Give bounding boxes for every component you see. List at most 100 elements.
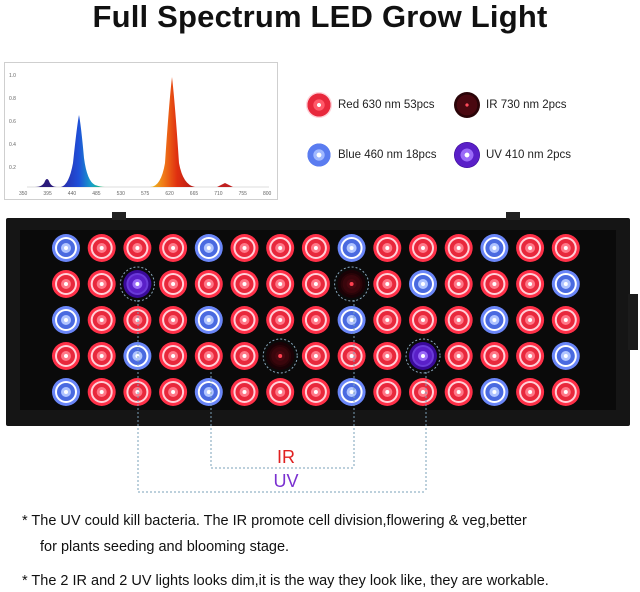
red-led (194, 342, 223, 370)
red-led (87, 342, 116, 370)
x-tick-label: 395 (43, 191, 52, 197)
legend-uv: UV 410 nm 2pcs (454, 142, 571, 168)
blue-led (123, 342, 152, 370)
legend-ir-label: IR 730 nm 2pcs (486, 99, 567, 111)
legend-red-label: Red 630 nm 53pcs (338, 99, 435, 111)
y-tick-label: 0.6 (9, 119, 16, 125)
blue-led (480, 234, 509, 262)
red-led (159, 270, 188, 298)
red-led (230, 306, 259, 334)
red-led (516, 378, 545, 406)
red-led (52, 342, 80, 370)
blue-led (52, 378, 80, 406)
red-led (266, 306, 295, 334)
legend-blue-label: Blue 460 nm 18pcs (338, 149, 437, 161)
ir-peak (217, 183, 233, 187)
red-led (373, 234, 402, 262)
red-led (123, 378, 152, 406)
blue-led (337, 378, 366, 406)
red-led (480, 342, 509, 370)
red-led (444, 306, 473, 334)
blue-peak (61, 115, 105, 187)
red-led (516, 270, 545, 298)
red-led (266, 234, 295, 262)
x-tick-label: 485 (92, 191, 101, 197)
red-led (444, 234, 473, 262)
uv-callout-label: UV (273, 471, 298, 491)
ir-callout-label: IR (277, 447, 295, 467)
uv-led-icon (454, 142, 480, 168)
red-led (159, 306, 188, 334)
red-led (194, 270, 223, 298)
note-dim-lights: * The 2 IR and 2 UV lights looks dim,it … (22, 573, 549, 589)
y-tick-label: 1.0 (9, 73, 16, 79)
red-led (551, 306, 580, 334)
red-led (373, 270, 402, 298)
red-led (301, 270, 330, 298)
ir-led (334, 266, 370, 302)
red-led (159, 234, 188, 262)
red-led (87, 378, 116, 406)
red-led (123, 234, 152, 262)
blue-led (409, 270, 437, 298)
blue-led (194, 306, 223, 334)
legend-blue: Blue 460 nm 18pcs (306, 142, 436, 168)
y-tick-label: 0.8 (9, 96, 16, 102)
blue-led-icon (306, 142, 332, 168)
red-led (551, 234, 580, 262)
x-tick-label: 620 (165, 191, 174, 197)
red-led (87, 270, 116, 298)
x-tick-label: 800 (263, 191, 272, 197)
x-tick-label: 350 (19, 191, 28, 197)
red-led (301, 342, 330, 370)
red-led (373, 342, 402, 370)
red-led (444, 270, 473, 298)
ir-led (262, 338, 298, 374)
x-tick-label: 530 (117, 191, 126, 197)
red-led (159, 342, 188, 370)
red-led (516, 234, 545, 262)
x-tick-label: 575 (141, 191, 150, 197)
red-led (266, 378, 295, 406)
red-led (266, 270, 295, 298)
red-led (159, 378, 188, 406)
red-led (444, 342, 473, 370)
red-led (87, 234, 116, 262)
x-tick-label: 755 (239, 191, 248, 197)
legend-red: Red 630 nm 53pcs (306, 92, 435, 118)
red-led (409, 306, 437, 334)
red-led (123, 306, 152, 334)
blue-led (194, 234, 223, 262)
ir-led-icon (454, 92, 480, 118)
red-led (337, 342, 366, 370)
blue-led (194, 378, 223, 406)
red-led (409, 378, 437, 406)
blue-led (480, 306, 509, 334)
blue-led (551, 270, 580, 298)
red-led (373, 378, 402, 406)
blue-led (52, 234, 80, 262)
x-tick-label: 710 (214, 191, 223, 197)
y-tick-label: 0.4 (9, 142, 16, 148)
x-tick-label: 440 (68, 191, 77, 197)
red-led (516, 342, 545, 370)
blue-led (551, 342, 580, 370)
uv-led (405, 338, 441, 374)
uv-peak (35, 179, 57, 187)
red-led (301, 234, 330, 262)
uv-led (119, 266, 155, 302)
red-led (230, 378, 259, 406)
callout-lines (137, 300, 427, 493)
red-led (52, 270, 80, 298)
red-led (551, 378, 580, 406)
note-uv-ir-cont: for plants seeding and blooming stage. (40, 539, 290, 555)
legend-ir: IR 730 nm 2pcs (454, 92, 567, 118)
blue-led (480, 378, 509, 406)
red-led (87, 306, 116, 334)
red-led (444, 378, 473, 406)
red-led (230, 270, 259, 298)
red-led (301, 306, 330, 334)
